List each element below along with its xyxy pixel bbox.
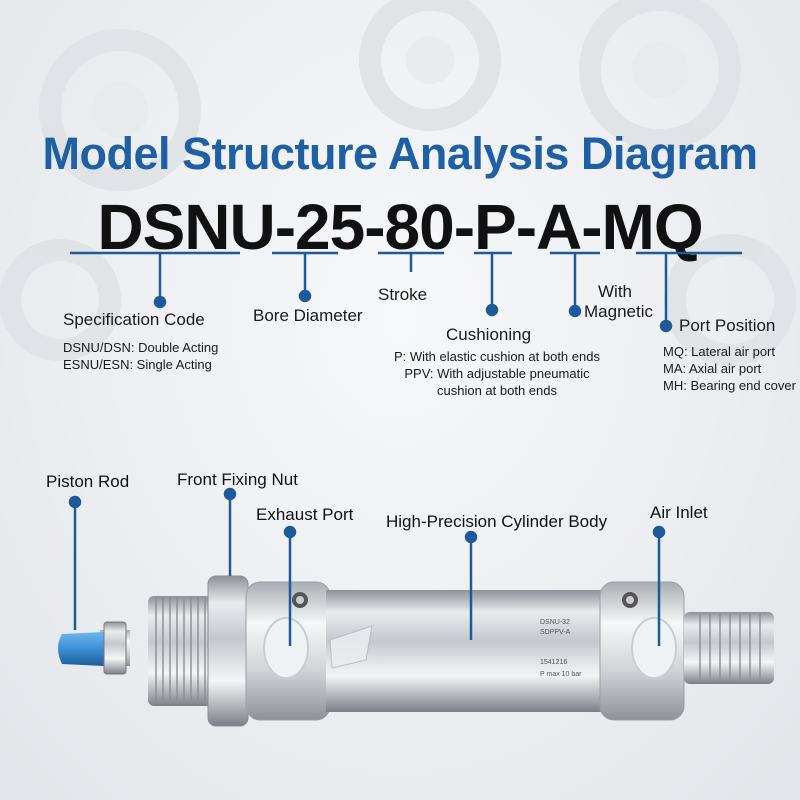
model-code: DSNU-25-80-P-A-MQ: [97, 191, 703, 263]
air-inlet-fitting: [631, 617, 677, 679]
rear-thread: [684, 612, 774, 684]
spec-note-2: ESNU/ESN: Single Acting: [63, 357, 212, 372]
rod-blue-cap: [58, 632, 104, 666]
dot-25: [298, 289, 312, 303]
port-position-notes: MQ: Lateral air port MA: Axial air port …: [663, 343, 796, 394]
dot-a: [568, 304, 582, 318]
spec-code-label: Specification Code: [63, 310, 205, 329]
cushion-note-2: PPV: With adjustable pneumatic: [404, 366, 590, 381]
piston-rod-label: Piston Rod: [46, 472, 130, 491]
sensor-clip: [329, 625, 373, 669]
dot-body: [464, 530, 478, 544]
port-note-1: MQ: Lateral air port: [663, 344, 775, 359]
bore-diameter-label: Bore Diameter: [253, 306, 363, 325]
port-note-2: MA: Axial air port: [663, 361, 762, 376]
exhaust-port-fitting: [263, 617, 309, 679]
front-fixing-nut: [207, 575, 249, 727]
rod-nut: [103, 621, 127, 675]
diagram-title: Model Structure Analysis Diagram: [42, 128, 758, 179]
dot-front-nut: [223, 487, 237, 501]
marking-line-4: P max 10 bar: [540, 671, 582, 678]
spec-note-1: DSNU/DSN: Double Acting: [63, 340, 219, 355]
dot-air-inlet: [652, 525, 666, 539]
marking-line-3: 1541216: [540, 659, 567, 666]
cylinder-marking: DSNU-32 SDPPV-A 1541216 P max 10 bar: [540, 619, 582, 678]
port-position-label: Port Position: [679, 316, 776, 335]
cushioning-label: Cushioning: [446, 325, 532, 344]
cushioning-notes: P: With elastic cushion at both ends PPV…: [382, 348, 612, 399]
dot-mq: [659, 319, 673, 333]
cushion-note-3: cushion at both ends: [437, 383, 557, 398]
front-fixing-nut-label: Front Fixing Nut: [177, 470, 298, 489]
magnetic-label: With Magnetic: [584, 282, 653, 322]
magnetic-label-line1: With: [598, 282, 632, 301]
stroke-label: Stroke: [378, 285, 428, 304]
dot-p: [485, 303, 499, 317]
dot-exhaust: [283, 525, 297, 539]
air-inlet-label: Air Inlet: [650, 503, 708, 522]
magnetic-label-line2: Magnetic: [584, 302, 653, 321]
exhaust-port-label: Exhaust Port: [256, 505, 354, 524]
dot-piston-rod: [68, 495, 82, 509]
spec-code-notes: DSNU/DSN: Double Acting ESNU/ESN: Single…: [63, 339, 218, 373]
cushion-note-1: P: With elastic cushion at both ends: [394, 349, 600, 364]
marking-line-1: DSNU-32: [540, 619, 570, 626]
port-note-3: MH: Bearing end cover: [663, 378, 796, 393]
cylinder-body-label: High-Precision Cylinder Body: [386, 512, 608, 531]
dot-dsnu: [153, 295, 167, 309]
marking-line-2: SDPPV-A: [540, 629, 571, 636]
front-thread: [148, 596, 212, 706]
